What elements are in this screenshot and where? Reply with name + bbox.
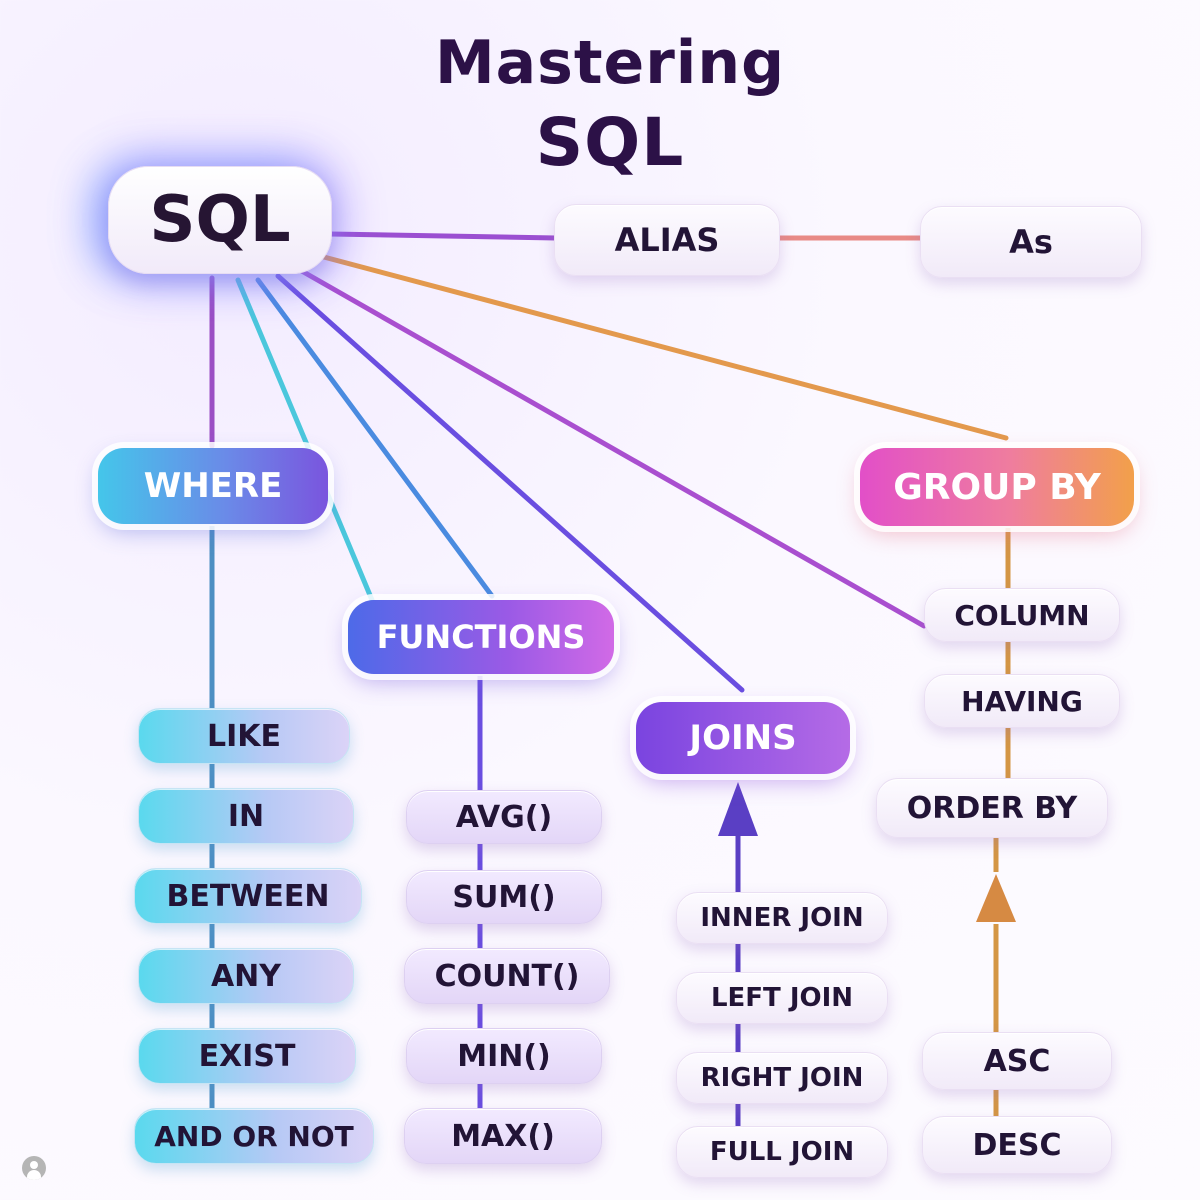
order-item-asc: ASC (922, 1032, 1112, 1090)
joins-arrow-head (718, 782, 758, 836)
where-item-exist: EXIST (138, 1028, 356, 1084)
edge-sql-functions-outer (235, 277, 375, 603)
where-item-in: IN (138, 788, 354, 844)
node-sql: SQL (108, 166, 332, 274)
user-avatar-icon[interactable] (22, 1156, 46, 1180)
edge-sql-joins-inner (275, 273, 745, 693)
edge-sql-functions-inner (255, 277, 495, 599)
group-item-column: COLUMN (924, 588, 1120, 642)
node-functions: FUNCTIONS (348, 600, 614, 674)
edge-sql-joins-outer (297, 267, 927, 629)
group-item-having: HAVING (924, 674, 1120, 728)
orderby-arrow-head (976, 874, 1016, 922)
function-item-avg: AVG() (406, 790, 602, 844)
where-item-and-or-not: AND OR NOT (134, 1108, 374, 1164)
function-item-sum: SUM() (406, 870, 602, 924)
node-group-by: GROUP BY (860, 448, 1134, 526)
node-as: As (920, 206, 1142, 278)
function-item-min: MIN() (406, 1028, 602, 1084)
node-alias: ALIAS (554, 204, 780, 276)
function-item-count: COUNT() (404, 948, 610, 1004)
order-item-desc: DESC (922, 1116, 1112, 1174)
join-item-full: FULL JOIN (676, 1126, 888, 1178)
where-item-like: LIKE (138, 708, 350, 764)
function-item-max: MAX() (404, 1108, 602, 1164)
group-item-order-by: ORDER BY (876, 778, 1108, 838)
edge-sql-alias (327, 231, 559, 241)
page-title-line-2: SQL (535, 104, 685, 181)
join-item-left: LEFT JOIN (676, 972, 888, 1024)
node-joins: JOINS (636, 702, 850, 774)
where-item-any: ANY (138, 948, 354, 1004)
page-title-line-1: Mastering (434, 28, 786, 98)
join-item-inner: INNER JOIN (676, 892, 888, 944)
edge-sql-groupby (317, 253, 1009, 441)
node-where: WHERE (98, 448, 328, 524)
where-item-between: BETWEEN (134, 868, 362, 924)
join-item-right: RIGHT JOIN (676, 1052, 888, 1104)
